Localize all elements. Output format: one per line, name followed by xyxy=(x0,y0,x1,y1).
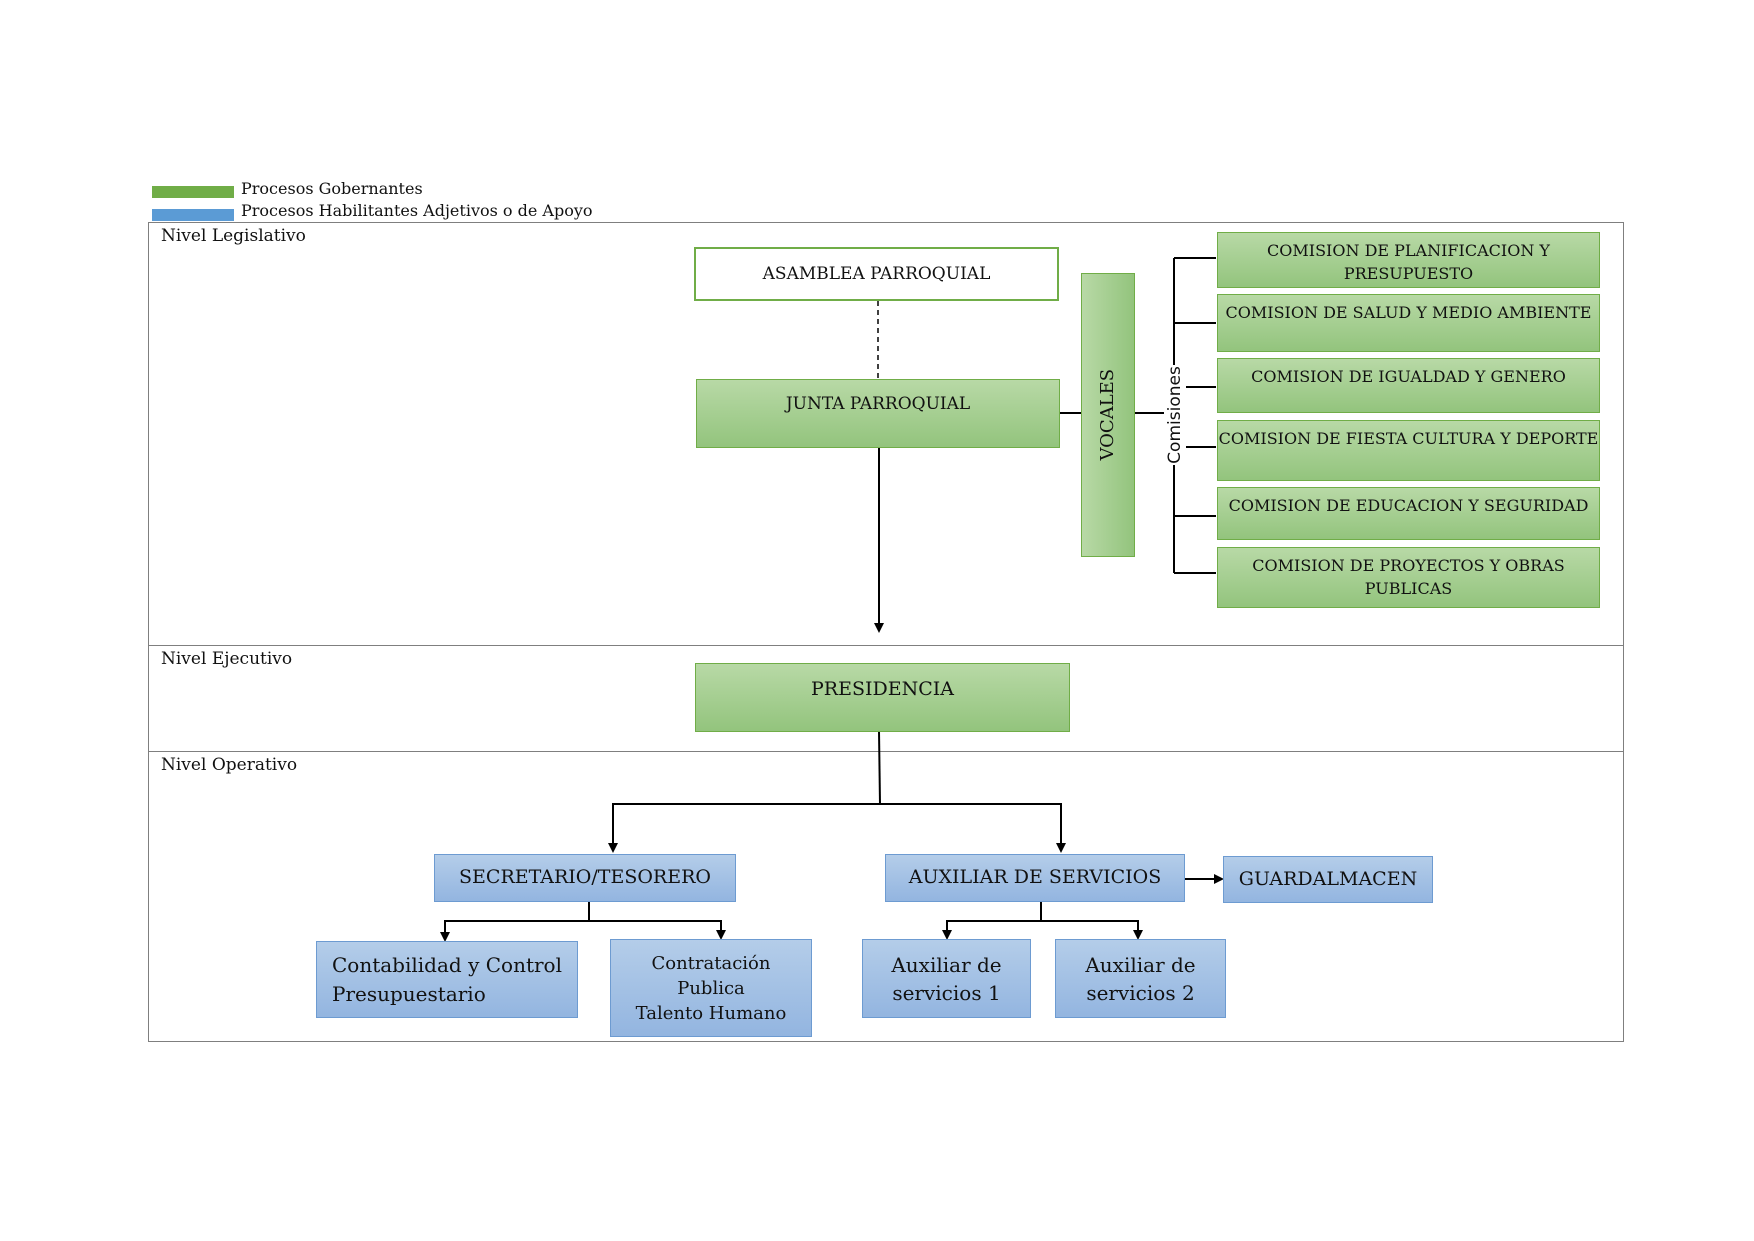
level-operativo xyxy=(148,751,1624,1042)
level-label-operativo: Nivel Operativo xyxy=(161,755,298,775)
node-auxiliar-servicios-1: Auxiliar de servicios 1 xyxy=(862,939,1031,1018)
node-auxiliar-servicios: AUXILIAR DE SERVICIOS xyxy=(885,854,1185,902)
legend-swatch-apoyo xyxy=(152,209,234,221)
node-vocales: VOCALES xyxy=(1081,273,1135,557)
node-comision-salud: COMISION DE SALUD Y MEDIO AMBIENTE xyxy=(1217,294,1600,352)
node-secretario-tesorero: SECRETARIO/TESORERO xyxy=(434,854,736,902)
line-presidencia-branch xyxy=(878,730,881,805)
node-asamblea-parroquial: ASAMBLEA PARROQUIAL xyxy=(694,247,1059,301)
node-comision-planificacion: COMISION DE PLANIFICACION Y PRESUPUESTO xyxy=(1217,232,1600,288)
node-auxiliar-servicios-2: Auxiliar de servicios 2 xyxy=(1055,939,1226,1018)
comisiones-label-wrap: Comisiones xyxy=(1164,365,1186,465)
legend-swatch-gobernantes xyxy=(152,186,234,198)
node-guardalmacen: GUARDALMACEN xyxy=(1223,856,1433,903)
node-presidencia: PRESIDENCIA xyxy=(695,663,1070,732)
node-comision-educacion: COMISION DE EDUCACION Y SEGURIDAD xyxy=(1217,487,1600,540)
level-label-ejecutivo: Nivel Ejecutivo xyxy=(161,649,293,669)
node-comision-proyectos: COMISION DE PROYECTOS Y OBRAS PUBLICAS xyxy=(1217,547,1600,608)
node-contabilidad: Contabilidad y Control Presupuestario xyxy=(316,941,578,1018)
node-contratacion: Contratación Publica Talento Humano xyxy=(610,939,812,1037)
comisiones-label: Comisiones xyxy=(1165,366,1186,464)
node-junta-parroquial: JUNTA PARROQUIAL xyxy=(696,379,1060,448)
legend-label-gobernantes: Procesos Gobernantes xyxy=(241,179,423,198)
level-label-legislativo: Nivel Legislativo xyxy=(161,226,306,246)
legend-label-apoyo: Procesos Habilitantes Adjetivos o de Apo… xyxy=(241,201,593,220)
vocales-label: VOCALES xyxy=(1097,369,1119,461)
node-comision-igualdad: COMISION DE IGUALDAD Y GENERO xyxy=(1217,358,1600,413)
node-comision-fiesta: COMISION DE FIESTA CULTURA Y DEPORTE xyxy=(1217,420,1600,481)
